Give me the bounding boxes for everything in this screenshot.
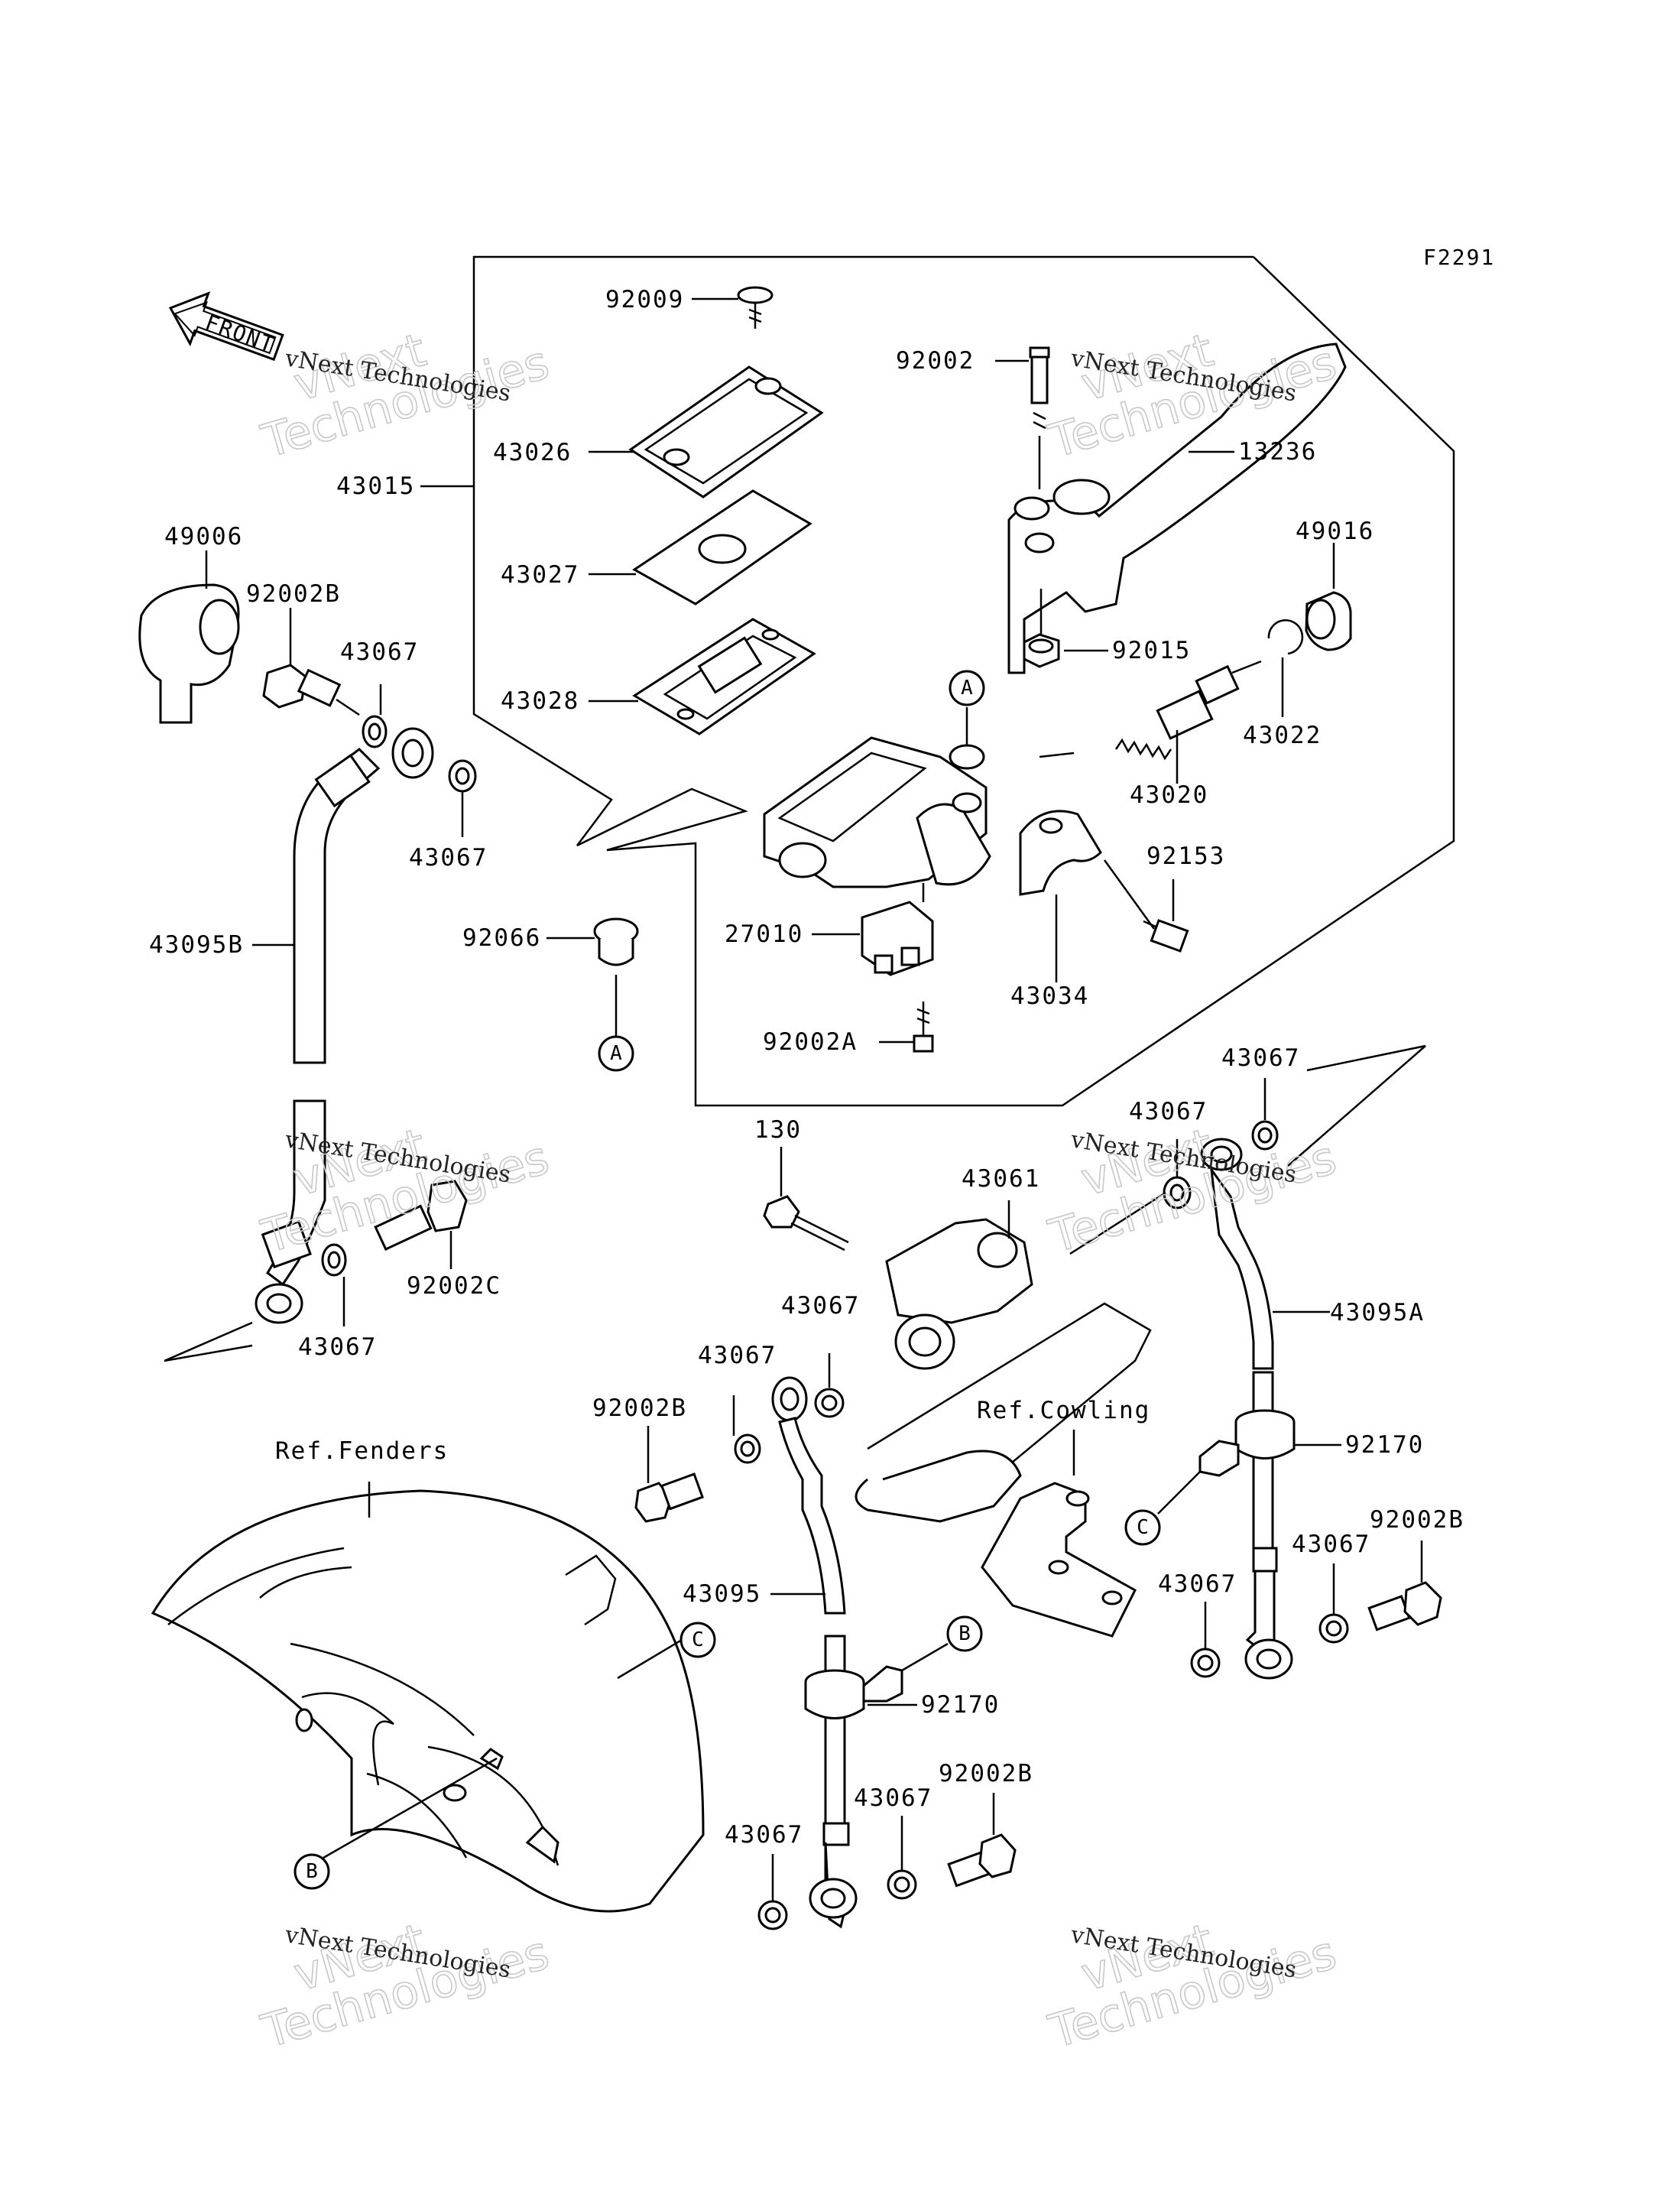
label-43027: 43027 [501,561,579,589]
banjo-bolt-92002C [374,1180,468,1252]
label-43095: 43095 [683,1580,761,1608]
washer-43067-b [448,759,477,793]
boot-49016 [1305,591,1352,651]
label-27010: 27010 [725,920,803,948]
label-92002A: 92002A [763,1028,858,1056]
label-92002B-mid: 92002B [592,1394,687,1422]
figure-code: F2291 [1423,245,1495,270]
plate-43027 [632,489,812,606]
callout-c-right: C [1124,1509,1161,1546]
hose-43095B [255,727,434,1324]
boot-49006 [138,583,240,724]
front-label: FRONT [202,310,278,358]
label-43034: 43034 [1010,982,1089,1010]
label-13236: 13236 [1238,438,1317,466]
callout-a-bottom: A [598,1035,634,1072]
label-43028: 43028 [501,687,579,715]
svg-text:A: A [610,1042,622,1065]
label-43067-j: 43067 [725,1821,803,1849]
screw-92002A [913,1002,934,1053]
washer-43067-k [887,1869,917,1900]
label-43067-g: 43067 [1129,1098,1208,1125]
bolt-92153 [1103,859,1189,953]
label-92002B-right: 92002B [1370,1506,1464,1534]
cap-92066 [593,917,639,966]
diaphragm-43028 [632,618,816,735]
label-43067-c: 43067 [298,1333,377,1361]
label-43022: 43022 [1243,722,1322,749]
master-cylinder-body [763,736,991,888]
label-92015: 92015 [1112,637,1191,664]
brake-lever-13236 [1007,343,1347,674]
bolt-130 [763,1195,849,1252]
front-arrow-icon: FRONT [168,291,284,362]
clamp-92170-mid [804,1665,903,1719]
label-ref-fenders: Ref.Fenders [275,1437,449,1465]
svg-text:C: C [1137,1516,1149,1539]
label-43067-e: 43067 [698,1342,777,1369]
label-43095A: 43095A [1330,1299,1425,1326]
label-43061: 43061 [962,1165,1040,1193]
label-43015: 43015 [336,472,415,500]
cowling-bracket [855,1302,1152,1638]
reservoir-cap-43026 [628,365,824,498]
label-43067-k: 43067 [854,1784,932,1812]
label-92009: 92009 [605,286,684,313]
banjo-bolt-92002B-top [262,664,360,716]
nut-92015 [1023,589,1060,668]
clamp-43034 [1019,810,1102,896]
screw-92009 [737,286,774,329]
label-92170-right: 92170 [1345,1431,1424,1459]
callout-b-fender: B [294,1853,330,1890]
label-92002C: 92002C [407,1272,501,1300]
label-92002: 92002 [896,347,975,375]
front-fender [151,1489,705,1913]
washer-43067-d [814,1388,845,1418]
label-43067-a: 43067 [340,638,419,666]
label-43067-b: 43067 [409,844,488,872]
label-92002B-top: 92002B [246,580,341,608]
banjo-bolt-92002B-right [1367,1581,1442,1631]
circlip-43022 [1267,619,1304,655]
label-49006: 49006 [164,523,243,550]
label-92002B-bottom: 92002B [939,1760,1033,1787]
clamp-92170-right [1198,1409,1296,1477]
label-43026: 43026 [493,439,572,466]
label-43067-d: 43067 [781,1292,860,1320]
label-43020: 43020 [1130,781,1208,809]
callout-b-mid: B [946,1615,983,1652]
pivot-bolt-92002 [1029,346,1050,489]
banjo-bolt-92002B-mid [634,1472,705,1523]
callout-a-top: A [949,670,985,745]
svg-text:C: C [692,1628,704,1651]
piston-43020 [1114,660,1262,761]
label-92066: 92066 [462,924,541,952]
washer-43067-j [757,1900,788,1930]
label-130: 130 [754,1116,802,1144]
label-49016: 49016 [1296,518,1374,545]
washer-43067-h [1190,1648,1221,1678]
label-ref-cowling: Ref.Cowling [977,1397,1150,1424]
svg-text:A: A [961,677,973,700]
label-43095B: 43095B [149,931,244,959]
svg-text:B: B [306,1860,318,1883]
washer-43067-i [1318,1613,1349,1644]
callout-c-fender: C [679,1622,716,1658]
washer-43067-f [1251,1120,1279,1151]
banjo-bolt-92002B-bottom [947,1833,1017,1888]
washer-43067-c [321,1243,347,1277]
label-43067-h: 43067 [1158,1570,1237,1598]
label-43067-f: 43067 [1221,1044,1300,1072]
svg-text:B: B [958,1622,971,1645]
switch-27010 [861,883,934,976]
joint-43061 [885,1218,1033,1370]
washer-43067-a [362,715,388,748]
assembly-outline [472,255,1455,1107]
label-92170-mid: 92170 [921,1691,1000,1719]
washer-43067-e [734,1433,761,1464]
label-92153: 92153 [1146,843,1225,870]
label-43067-i: 43067 [1292,1531,1370,1558]
